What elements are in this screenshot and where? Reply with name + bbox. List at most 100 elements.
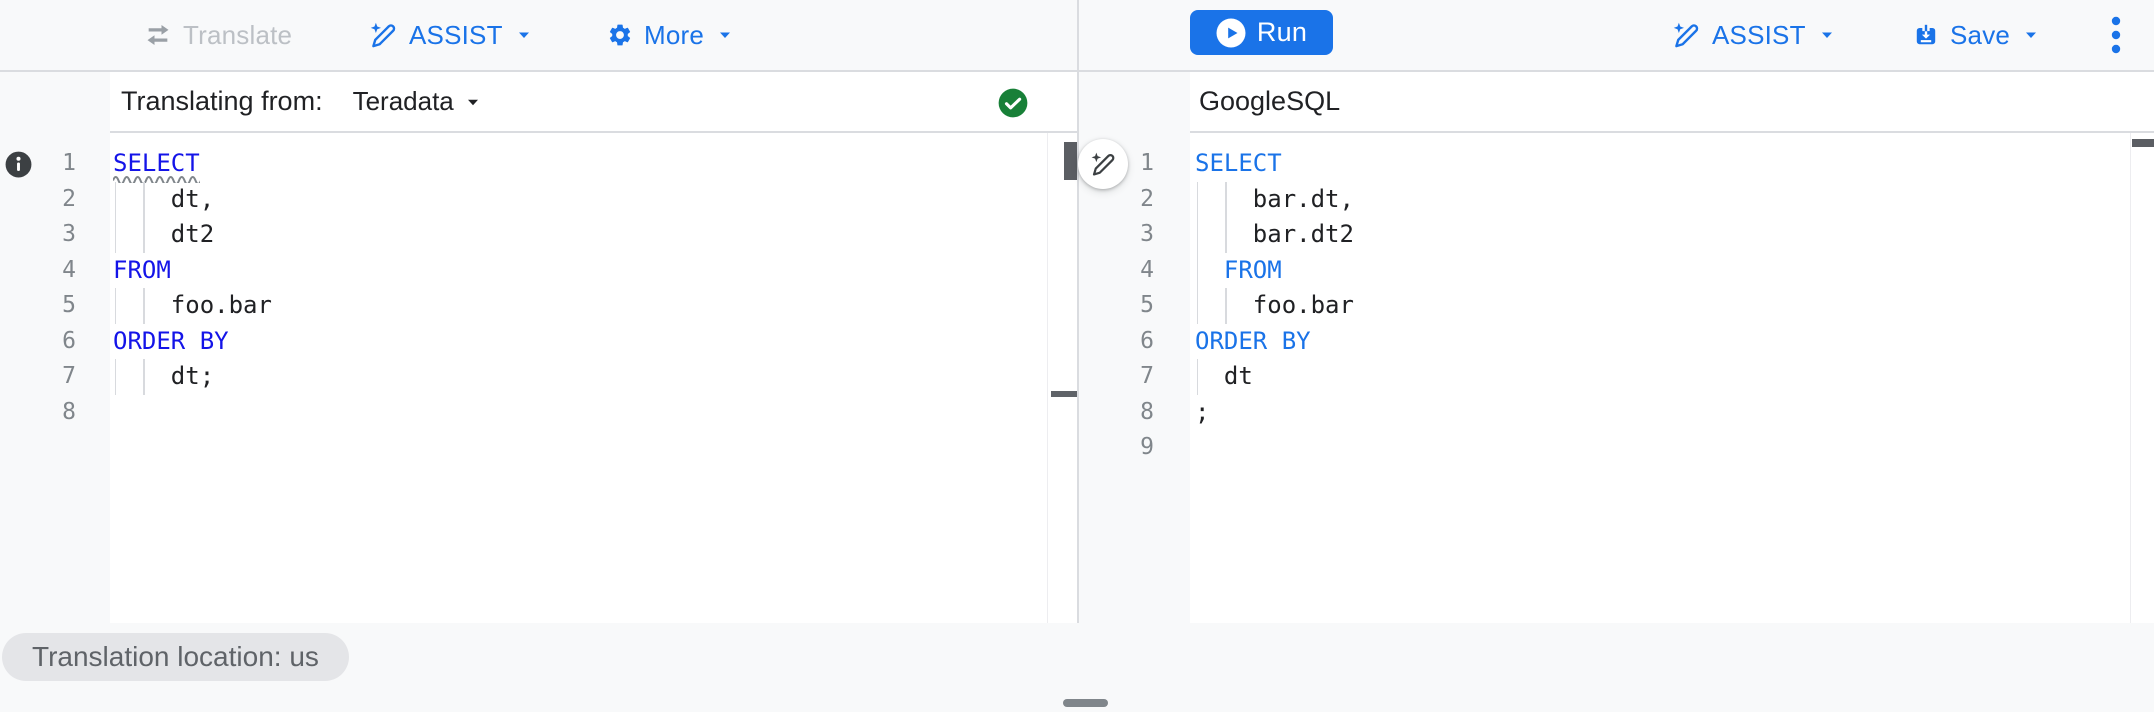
code-line: ORDER BY [1195, 324, 2130, 360]
caret-down-icon [467, 99, 478, 105]
line-number: 8 [1140, 398, 1154, 425]
code-line: foo.bar [113, 288, 1043, 324]
overflow-menu-button[interactable] [2100, 0, 2132, 70]
target-panel-background [1190, 72, 2154, 623]
sql-text [1195, 256, 1224, 284]
sql-keyword: FROM [1223, 255, 1282, 284]
save-dropdown[interactable]: Save [1913, 0, 2041, 70]
sql-text: bar.dt, [1195, 184, 1354, 213]
translation-location-chip: Translation location: us [2, 633, 349, 681]
code-line: FROM [1195, 252, 2130, 288]
line-number: 2 [1140, 185, 1154, 212]
indent-guide [1196, 359, 1198, 395]
sparkle-pen-icon [1673, 22, 1699, 48]
source-panel-background [110, 72, 1077, 623]
save-icon [1916, 24, 1936, 45]
assist-label: ASSIST [409, 19, 503, 50]
code-line [113, 395, 1043, 431]
code-line: SELECT [1195, 146, 2130, 182]
line-number: 2 [62, 185, 76, 212]
line-number: 6 [1140, 327, 1154, 354]
source-scrollbar-marker [1051, 391, 1077, 397]
sql-keyword: ORDER BY [113, 326, 229, 355]
run-button[interactable]: Run [1190, 10, 1333, 55]
translation-location-label: Translation location: us [32, 641, 319, 672]
info-icon[interactable] [5, 151, 32, 178]
source-dialect-value: Teradata [352, 86, 454, 116]
line-number: 3 [1140, 221, 1154, 247]
more-dropdown[interactable]: More [607, 0, 735, 70]
source-header: Translating from: Teradata [121, 72, 482, 131]
translate-button[interactable]: Translate [144, 0, 292, 70]
code-line: dt, [113, 181, 1043, 217]
target-dialect-title: GoogleSQL [1199, 86, 1341, 116]
assist-label: ASSIST [1712, 19, 1806, 50]
save-label: Save [1950, 19, 2011, 50]
gear-icon [609, 24, 631, 46]
more-label: More [644, 19, 705, 50]
indent-guide [114, 217, 116, 253]
line-number: 7 [1140, 363, 1154, 389]
code-line: ; [1195, 395, 2130, 431]
play-circle-icon [1216, 18, 1246, 47]
code-line: dt2 [113, 217, 1043, 253]
indent-guide [1225, 288, 1227, 324]
sql-text: foo.bar [113, 291, 272, 319]
source-scrollbar-thumb[interactable] [1064, 142, 1077, 180]
three-dot-vertical-icon [2111, 16, 2121, 54]
indent-guide [1225, 181, 1227, 217]
line-number: 1 [62, 150, 76, 176]
sparkle-pen-icon [370, 22, 396, 48]
code-line: dt; [113, 359, 1043, 395]
chevron-down-icon [518, 32, 529, 38]
assist-dropdown-left[interactable]: ASSIST [368, 0, 534, 70]
target-scrollbar-thumb[interactable] [2132, 139, 2154, 147]
translate-label: Translate [183, 19, 293, 50]
line-number: 4 [62, 256, 76, 283]
target-line-number-gutter: 1 2 3 4 5 6 7 8 9 [1079, 133, 1154, 623]
sql-text: dt; [113, 362, 215, 390]
code-line [1195, 430, 2130, 466]
line-number: 6 [62, 327, 76, 354]
sql-text: bar.dt2 [1195, 220, 1354, 248]
chevron-down-icon [720, 32, 731, 38]
indent-guide [1196, 252, 1198, 288]
sql-text: ; [1195, 397, 1210, 426]
indent-guide [1196, 288, 1198, 324]
sql-keyword: ORDER BY [1195, 326, 1311, 355]
chevron-down-icon [2026, 32, 2037, 38]
line-number: 3 [62, 221, 76, 247]
sql-text: dt [1195, 362, 1253, 390]
translation-success-check-icon [998, 88, 1028, 118]
source-scrollbar-track [1047, 133, 1048, 623]
line-number: 4 [1140, 256, 1154, 283]
panel-resize-handle[interactable] [1063, 699, 1108, 707]
indent-guide [143, 288, 145, 324]
indent-guide [1196, 181, 1198, 217]
sql-keyword: SELECT [113, 149, 200, 183]
line-number: 9 [1140, 434, 1154, 460]
chevron-down-icon [1821, 32, 1832, 38]
sparkle-pen-icon [1091, 152, 1115, 176]
sql-keyword: FROM [113, 255, 171, 284]
sql-text: dt2 [113, 220, 215, 248]
code-line: ORDER BY [113, 324, 1043, 360]
indent-guide [1225, 217, 1227, 253]
assist-wand-button[interactable] [1078, 139, 1128, 189]
line-number: 5 [62, 292, 76, 318]
assist-dropdown-right[interactable]: ASSIST [1671, 0, 1837, 70]
line-number: 5 [1140, 292, 1154, 318]
line-number: 8 [62, 398, 76, 425]
source-header-divider [110, 131, 1077, 133]
indent-guide [114, 288, 116, 324]
line-number: 1 [1140, 150, 1154, 176]
source-dialect-dropdown[interactable]: Teradata [353, 86, 482, 117]
panel-split-divider[interactable] [1077, 0, 1079, 623]
swap-arrows-icon [147, 24, 169, 46]
indent-guide [143, 359, 145, 395]
indent-guide [1196, 217, 1198, 253]
